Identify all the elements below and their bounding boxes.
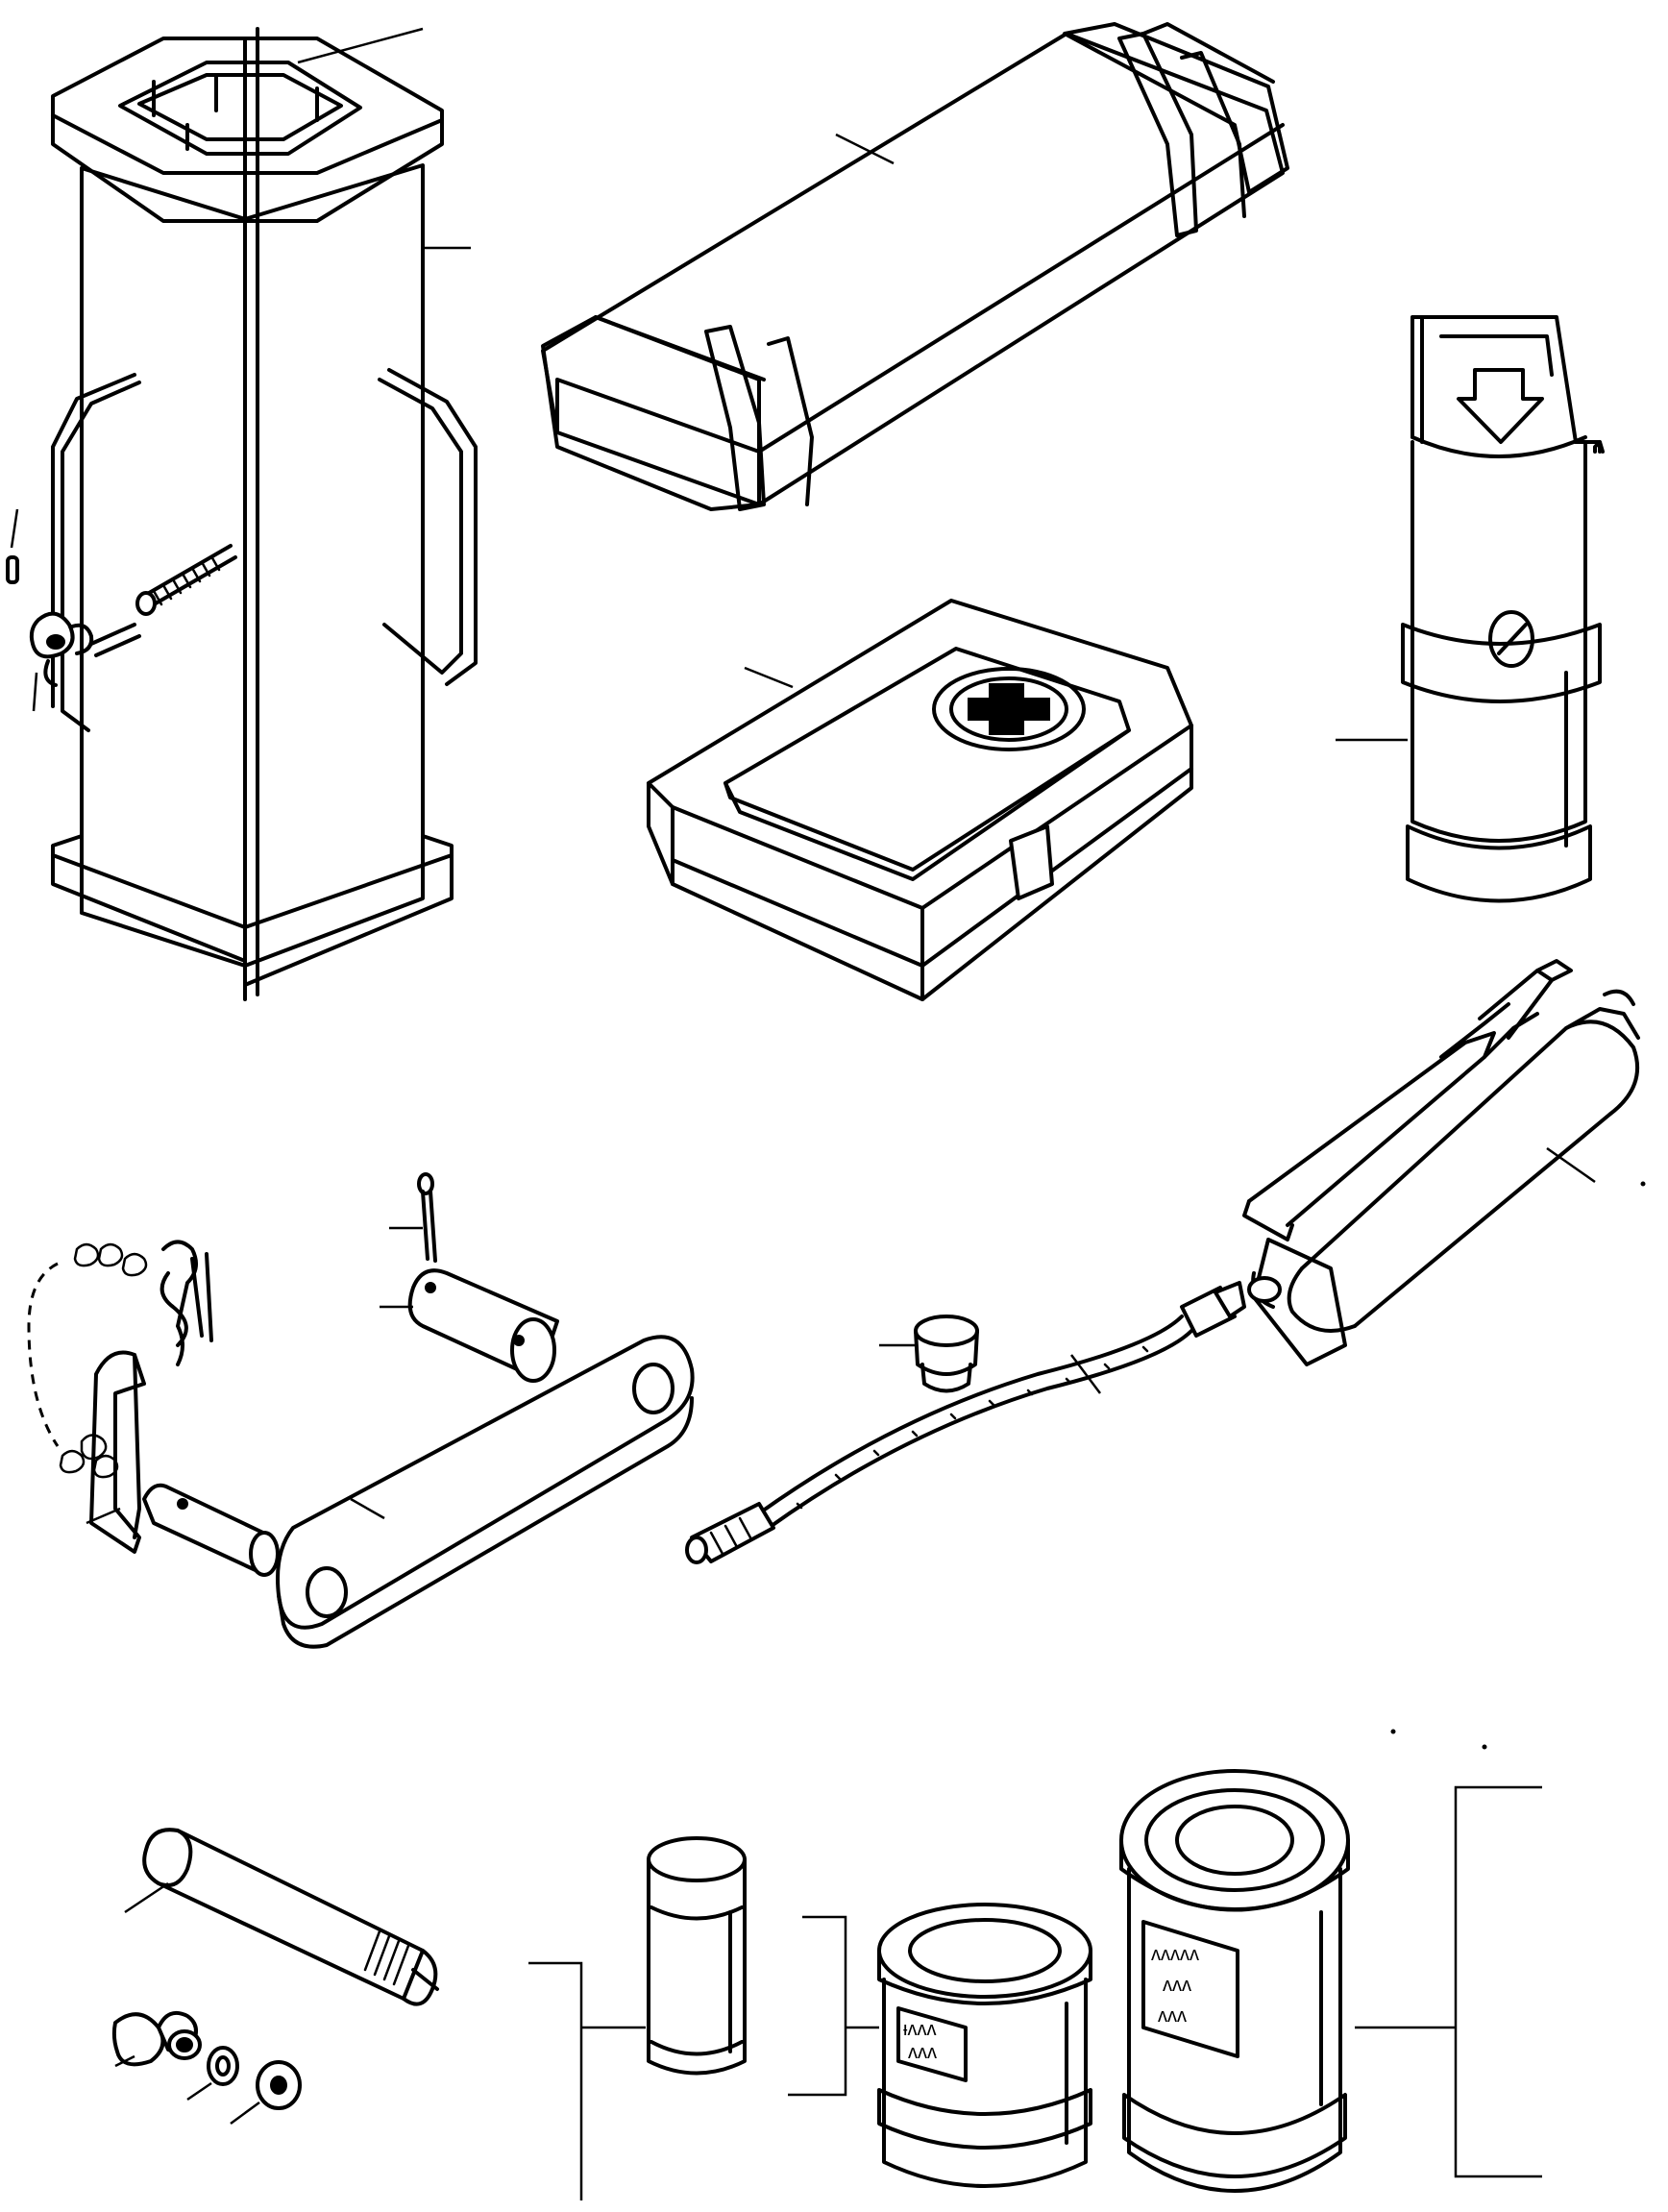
tool-box bbox=[6, 27, 478, 1001]
dust-cap bbox=[879, 1315, 979, 1393]
paint-tin-large: ᴧᴧᴧᴧᴧ ᴧᴧᴧ ᴧᴧᴧ bbox=[1119, 1769, 1542, 2193]
tin-small-label-line1: ᵻᴧᴧᴧ bbox=[903, 2019, 936, 2040]
tin-large-label-line3: ᴧᴧᴧ bbox=[1158, 2005, 1187, 2027]
spray-can bbox=[528, 1836, 747, 2200]
tin-small-label-line2: ᴧᴧᴧ bbox=[908, 2042, 937, 2063]
tool-roll-case bbox=[541, 22, 1289, 511]
tin-large-label-line2: ᴧᴧᴧ bbox=[1163, 1975, 1191, 1996]
flat-washer bbox=[230, 2060, 302, 2126]
fire-extinguisher bbox=[1336, 315, 1605, 903]
first-aid-kit bbox=[647, 599, 1193, 1001]
wing-nut-2 bbox=[111, 2011, 202, 2068]
drawbar-pin-with-chain bbox=[27, 1240, 280, 1577]
cotter-pin bbox=[389, 1172, 437, 1263]
threaded-sleeve bbox=[124, 1828, 439, 2006]
pivot-pin bbox=[380, 1268, 559, 1383]
link-bar bbox=[276, 1335, 695, 1649]
lock-washer bbox=[186, 2046, 239, 2101]
tin-large-label-line1: ᴧᴧᴧᴧᴧ bbox=[1151, 1944, 1199, 1965]
grease-hose bbox=[685, 1281, 1246, 1564]
grease-gun bbox=[1242, 959, 1640, 1366]
paint-tin-small: ᵻᴧᴧᴧ ᴧᴧᴧ bbox=[788, 1903, 1092, 2188]
